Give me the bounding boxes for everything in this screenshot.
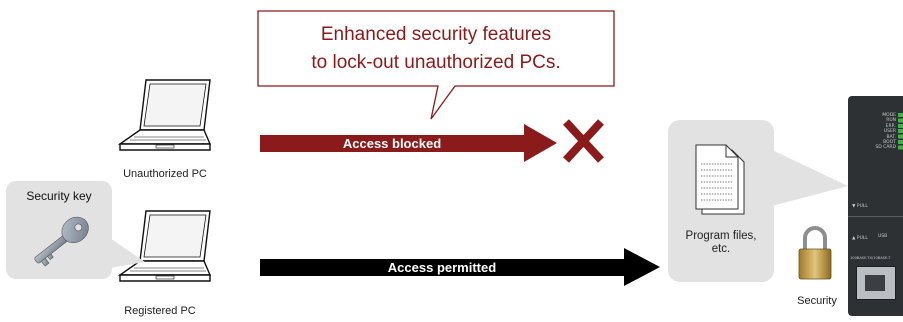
module-divider [848,216,903,217]
files-box-pointer [772,150,848,206]
laptop-icon [117,210,212,282]
key-box-pointer [110,238,145,268]
document-icon [695,144,745,215]
access-blocked-arrow [260,124,557,162]
module-pull-top: ▼ PULL [852,204,868,209]
registered-pc-label: Registered PC [124,305,196,317]
access-permitted-label: Access permitted [387,260,497,275]
program-files-panel: Program files, etc. [668,120,774,282]
key-icon [34,216,89,267]
security-label: Security [797,295,837,307]
padlock-icon [798,226,832,280]
program-files-label-1: Program files, [685,230,757,242]
callout-bubble [257,10,615,120]
access-blocked-label: Access blocked [342,136,442,151]
security-key-panel: Security key [6,181,112,279]
security-key-title: Security key [26,189,92,203]
plc-module-icon: MODE RUN ERR. USER BAT. BOOT SD CARD ▼ P… [848,96,903,316]
module-status-leds [898,113,903,151]
ethernet-port [856,266,896,300]
laptop-icon [117,79,212,151]
module-ethernet-label: 100BASE-TX/10BASE-T [850,256,891,260]
module-usb-label: USB [878,234,888,239]
callout-line-1: Enhanced security features [320,24,552,45]
module-status-labels: MODE RUN ERR. USER BAT. BOOT SD CARD [875,113,896,151]
x-mark-icon [563,119,604,163]
access-permitted-arrow [260,248,660,286]
program-files-label-2: etc. [711,243,731,255]
unauthorized-pc-label: Unauthorized PC [123,168,207,180]
callout-line-2: to lock-out unauthorized PCs. [311,52,561,73]
module-pull-bottom: ▲ PULL [852,236,868,241]
